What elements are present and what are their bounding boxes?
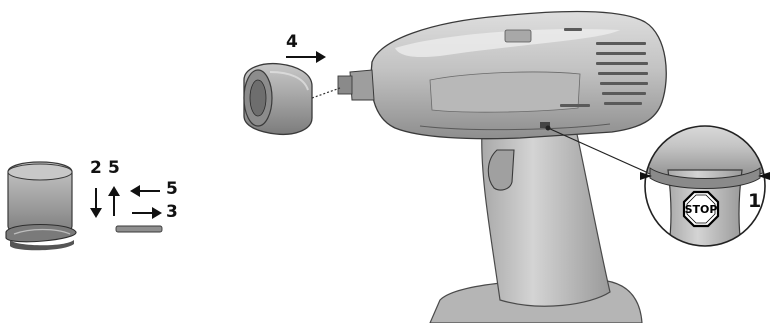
alignment-dashed-line bbox=[312, 88, 340, 98]
stop-label: STOP bbox=[685, 203, 718, 216]
step-number-5-horizontal: 5 bbox=[166, 181, 178, 198]
step-number-4: 4 bbox=[286, 34, 298, 51]
anvil-nose bbox=[350, 70, 374, 100]
stop-sign: STOP bbox=[684, 192, 718, 226]
socket-large bbox=[244, 64, 312, 135]
socket-small bbox=[6, 162, 76, 250]
inset-detail: STOP bbox=[640, 121, 770, 250]
arrow-step-5-up bbox=[108, 186, 120, 216]
arrow-step-2-down bbox=[90, 188, 102, 218]
arrow-step-4 bbox=[286, 51, 326, 63]
step-number-5-vertical: 5 bbox=[108, 160, 120, 177]
step-number-3: 3 bbox=[166, 204, 178, 221]
retaining-pin bbox=[116, 226, 162, 232]
impact-wrench bbox=[338, 11, 666, 323]
arrow-step-5-left bbox=[130, 185, 160, 197]
step-number-2: 2 bbox=[90, 160, 102, 177]
trigger bbox=[488, 150, 514, 190]
arrow-step-3-right bbox=[132, 207, 162, 219]
step-number-1: 1 bbox=[748, 192, 761, 211]
